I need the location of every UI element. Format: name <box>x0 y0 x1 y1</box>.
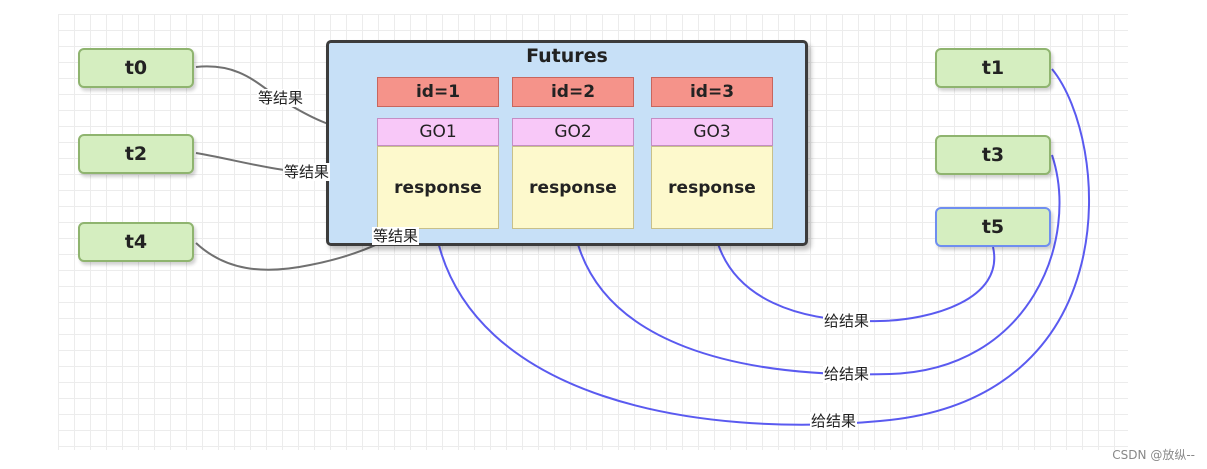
response-box-1: response <box>377 146 499 229</box>
wait-label-t2: 等结果 <box>283 163 331 181</box>
give-label-t3: 给结果 <box>823 365 871 383</box>
give-arrow-t3 <box>571 154 1061 376</box>
thread-t1: t1 <box>935 48 1051 88</box>
go-box-3: GO3 <box>651 118 773 146</box>
wait-label-t4: 等结果 <box>372 227 420 245</box>
response-box-2: response <box>512 146 634 229</box>
thread-t5: t5 <box>935 207 1051 247</box>
thread-t2: t2 <box>78 134 194 174</box>
go-box-1: GO1 <box>377 118 499 146</box>
thread-t3: t3 <box>935 135 1051 175</box>
go-box-2: GO2 <box>512 118 634 146</box>
futures-title: Futures <box>526 45 608 67</box>
give-label-t5: 给结果 <box>823 312 871 330</box>
response-box-3: response <box>651 146 773 229</box>
give-arrow-t1 <box>432 68 1091 426</box>
id-box-1: id=1 <box>377 77 499 107</box>
source-credit: CSDN @放纵-- <box>1112 448 1195 462</box>
id-box-3: id=3 <box>651 77 773 107</box>
thread-t4: t4 <box>78 222 194 262</box>
thread-t0: t0 <box>78 48 194 88</box>
id-box-2: id=2 <box>512 77 634 107</box>
give-arrow-t5 <box>711 231 996 323</box>
wait-label-t0: 等结果 <box>257 89 305 107</box>
give-label-t1: 给结果 <box>810 412 858 430</box>
